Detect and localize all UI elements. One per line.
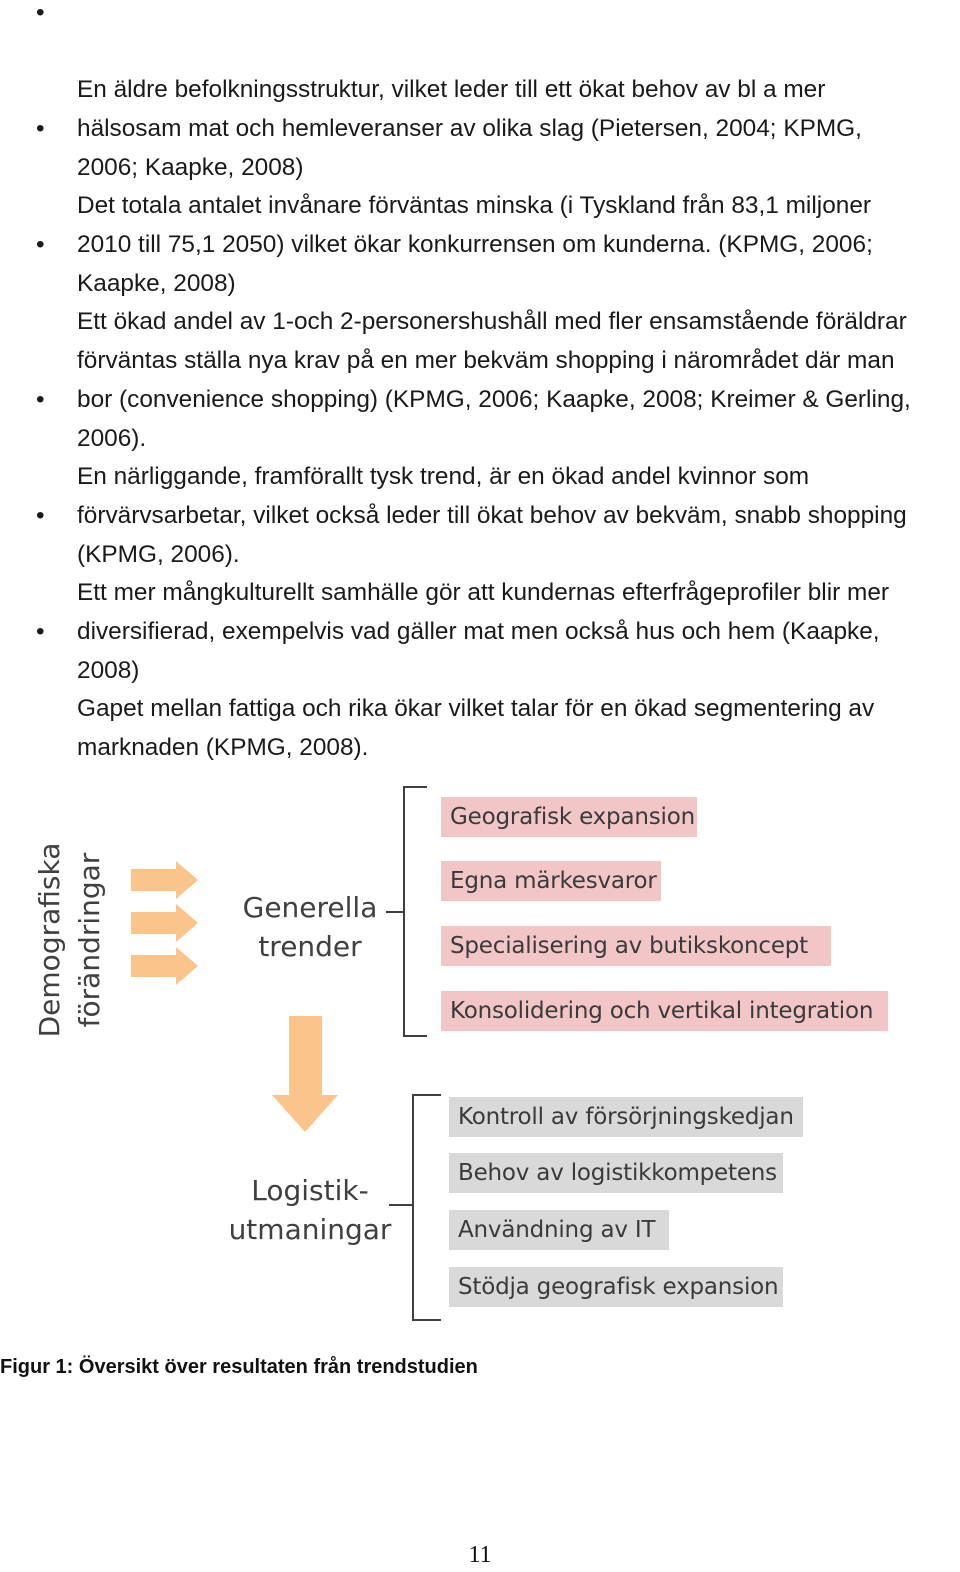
list-item: • Ett mer mångkulturellt samhälle gör at… bbox=[0, 497, 960, 684]
right-arrow-icon bbox=[131, 904, 198, 942]
figure-caption: Figur 1: Översikt över resultaten från t… bbox=[0, 1356, 478, 1378]
bullet-text: En närliggande, framförallt tysk trend, … bbox=[77, 463, 907, 568]
logistics-box: Behov av logistikkompetens bbox=[449, 1153, 783, 1193]
trend-box: Konsolidering och vertikal integration bbox=[441, 991, 888, 1031]
page-number: 11 bbox=[468, 1542, 492, 1568]
logistics-box: Användning av IT bbox=[449, 1210, 669, 1250]
bullet-icon: • bbox=[36, 231, 45, 258]
bracket-logistics bbox=[389, 1094, 441, 1321]
trend-box: Specialisering av butikskoncept bbox=[441, 926, 831, 966]
demographic-changes-label: Demografiska förändringar bbox=[33, 842, 106, 1038]
right-arrow-icon bbox=[131, 861, 198, 899]
bullet-list: • En äldre befolkningsstruktur, vilket l… bbox=[0, 0, 960, 761]
logistics-box: Kontroll av försörjningskedjan bbox=[449, 1097, 803, 1137]
list-item: • Ett ökad andel av 1-och 2-personershus… bbox=[0, 226, 960, 452]
bullet-icon: • bbox=[36, 618, 45, 645]
list-item: • En äldre befolkningsstruktur, vilket l… bbox=[0, 0, 960, 181]
bullet-text: En äldre befolkningsstruktur, vilket led… bbox=[77, 76, 862, 181]
trend-box: Egna märkesvaror bbox=[441, 861, 661, 901]
bullet-icon: • bbox=[36, 0, 45, 26]
bracket-trends bbox=[386, 786, 427, 1037]
bullet-text: Ett ökad andel av 1-och 2-personershushå… bbox=[77, 308, 911, 452]
bullet-text: Det totala antalet invånare förväntas mi… bbox=[77, 192, 873, 297]
down-arrow-icon bbox=[272, 1016, 338, 1132]
logistics-box: Stödja geografisk expansion bbox=[449, 1267, 783, 1307]
bullet-icon: • bbox=[36, 502, 45, 529]
trend-box: Geografisk expansion bbox=[441, 797, 697, 837]
list-item: • En närliggande, framförallt tysk trend… bbox=[0, 381, 960, 568]
bullet-icon: • bbox=[36, 115, 45, 142]
bullet-text: Gapet mellan fattiga och rika ökar vilke… bbox=[77, 695, 875, 762]
logistics-challenges-label: Logistik- utmaningar bbox=[228, 1174, 392, 1246]
right-arrow-icon bbox=[131, 947, 198, 985]
list-item: • Gapet mellan fattiga och rika ökar vil… bbox=[0, 613, 960, 761]
bullet-text: Ett mer mångkulturellt samhälle gör att … bbox=[77, 579, 890, 684]
general-trends-label: Generella trender bbox=[242, 891, 378, 963]
bullet-icon: • bbox=[36, 386, 45, 413]
list-item: • Det totala antalet invånare förväntas … bbox=[0, 110, 960, 297]
